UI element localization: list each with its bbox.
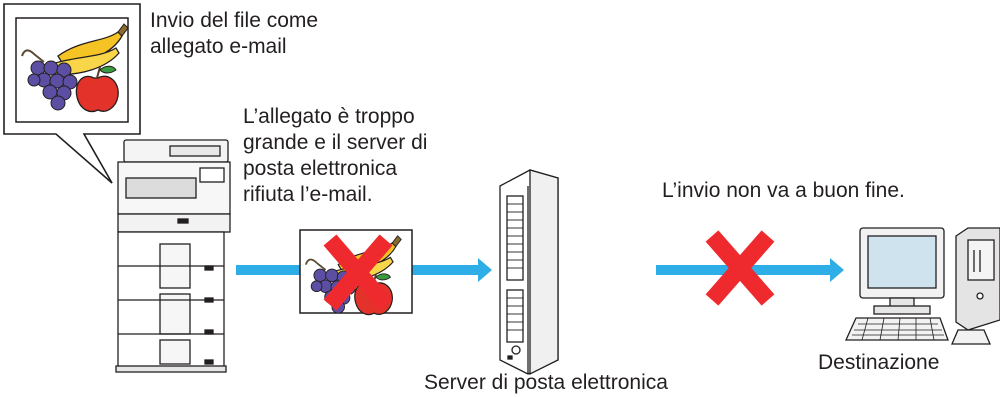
rejection-note-line: L’allegato è troppo xyxy=(243,105,415,128)
attachment-caption-line: allegato e-mail xyxy=(150,35,287,58)
rejection-note-line: rifiuta l’e-mail. xyxy=(243,183,373,206)
failure-note: L’invio non va a buon fine. xyxy=(662,179,905,202)
attachment-caption: Invio del file come allegato e-mail xyxy=(150,8,318,60)
red-x-icon xyxy=(705,230,775,306)
multifunction-printer-icon xyxy=(115,139,231,373)
rejection-note-line: grande e il server di xyxy=(243,131,428,154)
destination-caption: Destinazione xyxy=(818,351,940,374)
attachment-caption-line: Invio del file come xyxy=(150,9,319,32)
speech-bubble xyxy=(3,3,141,184)
red-x-icon xyxy=(323,234,393,311)
mail-server-tower-icon xyxy=(499,169,559,376)
attachment-image-icon xyxy=(15,17,129,123)
desktop-computer-icon xyxy=(844,227,1000,345)
rejection-note: L’allegato è troppo grande e il server d… xyxy=(243,104,427,208)
rejection-note-line: posta elettronica xyxy=(243,157,398,180)
server-caption: Server di posta elettronica xyxy=(424,371,668,394)
